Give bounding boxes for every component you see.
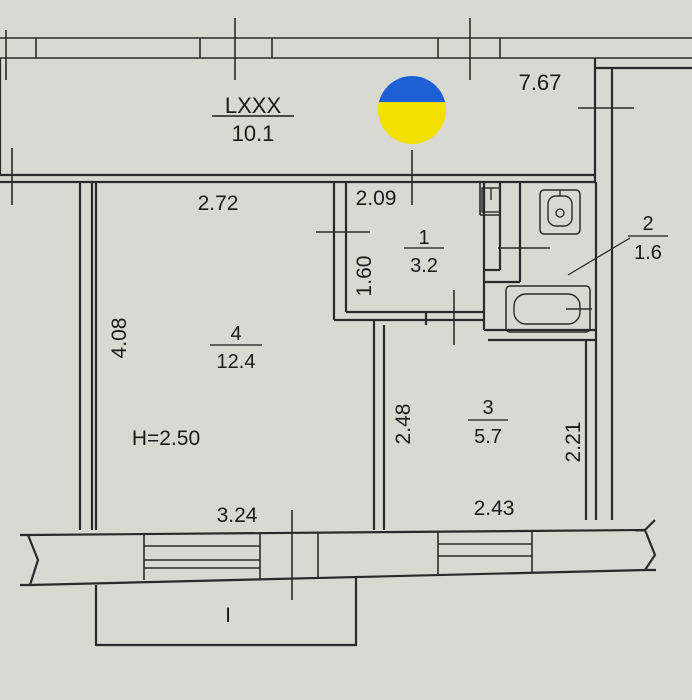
- room-1-walls: [316, 182, 484, 345]
- balcony-outline: [94, 578, 358, 647]
- room-3-number: 3: [482, 397, 493, 419]
- hall-top-dimension: 2.09: [356, 187, 397, 210]
- room-2-number: 2: [642, 213, 653, 235]
- hall-side-dimension: 1.60: [353, 256, 376, 297]
- room-4-number: 4: [230, 323, 241, 345]
- room-3-right-dimension: 2.21: [562, 422, 585, 463]
- room-2-walls: [479, 182, 598, 520]
- room-3-left-dimension: 2.48: [392, 404, 415, 445]
- loggia-length: 7.67: [519, 70, 562, 95]
- loggia-area: 10.1: [232, 121, 275, 146]
- toilet-icon: [539, 189, 581, 235]
- room-4-walls: [78, 182, 386, 530]
- room-3-bottom-dimension: 2.43: [474, 497, 515, 520]
- room-3-area: 5.7: [474, 426, 502, 448]
- sink-icon: [481, 187, 501, 213]
- room-1-number: 1: [418, 227, 429, 249]
- loggia-name: LXXX: [225, 93, 282, 118]
- balcony-label: I: [225, 604, 231, 627]
- room-4-bottom-dimension: 3.24: [217, 504, 258, 527]
- room-4-area: 12.4: [217, 351, 256, 373]
- room-2-leader-line: [567, 237, 631, 276]
- loggia-outline: [0, 58, 692, 520]
- top-exterior-wall: [0, 18, 692, 80]
- room-1-area: 3.2: [410, 255, 438, 277]
- loggia-inner-wall: [0, 150, 595, 205]
- ceiling-height: H=2.50: [132, 427, 200, 450]
- room-4-left-dimension: 4.08: [108, 318, 131, 359]
- bottom-exterior-wall: [20, 510, 657, 600]
- room-2-area: 1.6: [634, 242, 662, 264]
- bathtub-icon: [505, 285, 592, 333]
- room-4-top-dimension: 2.72: [198, 192, 239, 215]
